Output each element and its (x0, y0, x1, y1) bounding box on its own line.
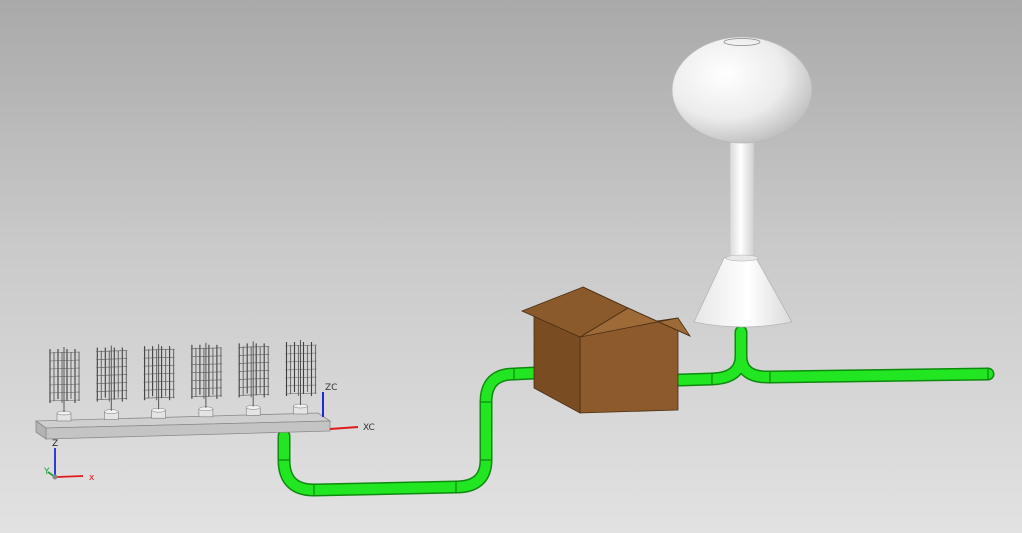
turbine-strut (285, 384, 317, 387)
turbine-strut (143, 380, 175, 383)
abs-z-label: Z (52, 439, 58, 449)
wind-turbine[interactable] (238, 341, 270, 416)
pipe-network[interactable] (277, 325, 995, 497)
turbine-strut (238, 362, 270, 364)
turbine-strut (238, 370, 270, 372)
turbine-strut (143, 388, 175, 391)
turbine-strut (96, 366, 128, 368)
tower-column[interactable] (729, 137, 755, 261)
turbine-strut (96, 350, 128, 352)
turbine-strut (285, 360, 317, 363)
pipe-house-to-tower[interactable] (675, 327, 993, 385)
turbine-strut (48, 391, 81, 394)
turbine-strut (48, 359, 81, 362)
abs-y-label: Y (43, 467, 50, 477)
house-roof-top[interactable] (582, 286, 691, 337)
turbine-platform[interactable] (34, 340, 332, 440)
tower-cone-base[interactable] (693, 257, 793, 328)
turbine-strut (190, 395, 222, 398)
turbine-strut (48, 375, 81, 378)
turbine-strut (48, 383, 81, 386)
wcs-x-axis (329, 426, 359, 430)
turbine-strut (190, 371, 222, 374)
turbine-strut (48, 351, 81, 354)
turbine-strut (48, 367, 81, 370)
turbine-strut (285, 344, 317, 347)
platform-side (35, 420, 47, 440)
wind-turbine[interactable] (48, 347, 81, 422)
tower-sphere-cap (723, 38, 761, 46)
turbine-strut (285, 352, 317, 355)
turbine-strut (190, 355, 222, 358)
turbine-strut (143, 372, 175, 375)
tower-model[interactable] (671, 36, 813, 328)
turbine-strut (238, 378, 270, 380)
wind-turbine[interactable] (285, 340, 317, 415)
turbine-strut (190, 387, 222, 390)
tower-sphere[interactable] (671, 36, 813, 144)
wcs-x-label: XC (363, 423, 375, 433)
tower-column-ring (725, 254, 759, 262)
pipe-platform-to-house[interactable] (279, 367, 561, 495)
turbine-strut (190, 363, 222, 366)
turbine-strut (285, 392, 317, 395)
turbine-strut (143, 364, 175, 367)
abs-x-label: x (89, 473, 95, 483)
turbine-strut (96, 390, 128, 392)
wind-turbine[interactable] (96, 345, 128, 420)
wind-turbine[interactable] (143, 344, 175, 419)
turbine-strut (190, 379, 222, 382)
turbine-strut (143, 356, 175, 359)
turbine-strut (143, 396, 175, 399)
wind-turbine[interactable] (190, 342, 222, 418)
turbine-strut (285, 376, 317, 379)
turbine-strut (96, 398, 128, 400)
house-model[interactable] (520, 286, 692, 414)
absolute-csys-triad: Z x Y (43, 439, 95, 483)
abs-x-axis (56, 475, 84, 478)
wcs-z-label: ZC (325, 383, 337, 393)
turbine-strut (238, 346, 270, 348)
turbine-strut (96, 382, 128, 384)
turbine-strut (96, 358, 128, 360)
wcs-triad: ZC XC (322, 383, 375, 433)
turbine-strut (238, 394, 270, 396)
turbine-strut (190, 347, 222, 350)
turbine-strut (48, 399, 81, 402)
turbine-strut (238, 354, 270, 356)
turbine-strut (96, 374, 128, 376)
abs-origin (52, 474, 58, 480)
turbine-strut (143, 348, 175, 351)
turbine-strut (285, 368, 317, 371)
turbine-strut (238, 386, 270, 388)
turbine-array[interactable] (48, 340, 317, 422)
pipe-joints (277, 367, 989, 497)
